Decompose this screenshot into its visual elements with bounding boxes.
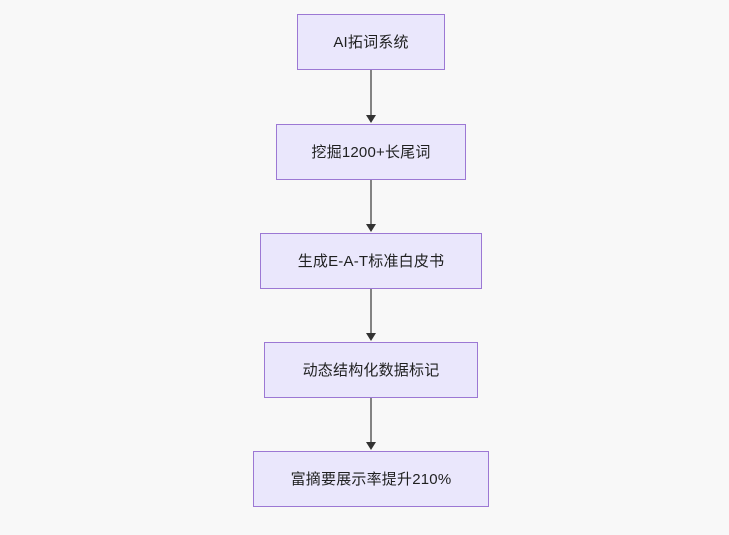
flow-node-generate-eat-whitepaper[interactable]: 生成E-A-T标准白皮书 [260, 233, 482, 289]
flow-node-dynamic-structured-data-markup[interactable]: 动态结构化数据标记 [264, 342, 478, 398]
flow-node-label: 动态结构化数据标记 [302, 361, 440, 379]
flow-node-mine-longtail-keywords[interactable]: 挖掘1200+长尾词 [276, 124, 466, 180]
flow-node-label: AI拓词系统 [333, 33, 409, 51]
flow-arrowhead-icon-1 [366, 224, 376, 232]
flow-node-label: 挖掘1200+长尾词 [311, 143, 431, 161]
flow-node-label: 富摘要展示率提升210% [290, 470, 452, 488]
flow-node-rich-snippet-impression-lift[interactable]: 富摘要展示率提升210% [253, 451, 489, 507]
flow-edge-line-3 [370, 398, 372, 443]
flow-node-label: 生成E-A-T标准白皮书 [297, 252, 445, 270]
flow-arrowhead-icon-0 [366, 115, 376, 123]
flow-edge-line-1 [370, 180, 372, 225]
flow-node-ai-keyword-system[interactable]: AI拓词系统 [297, 14, 445, 70]
flow-edge-line-0 [370, 70, 372, 116]
flow-arrowhead-icon-2 [366, 333, 376, 341]
flow-edge-line-2 [370, 289, 372, 334]
flow-arrowhead-icon-3 [366, 442, 376, 450]
